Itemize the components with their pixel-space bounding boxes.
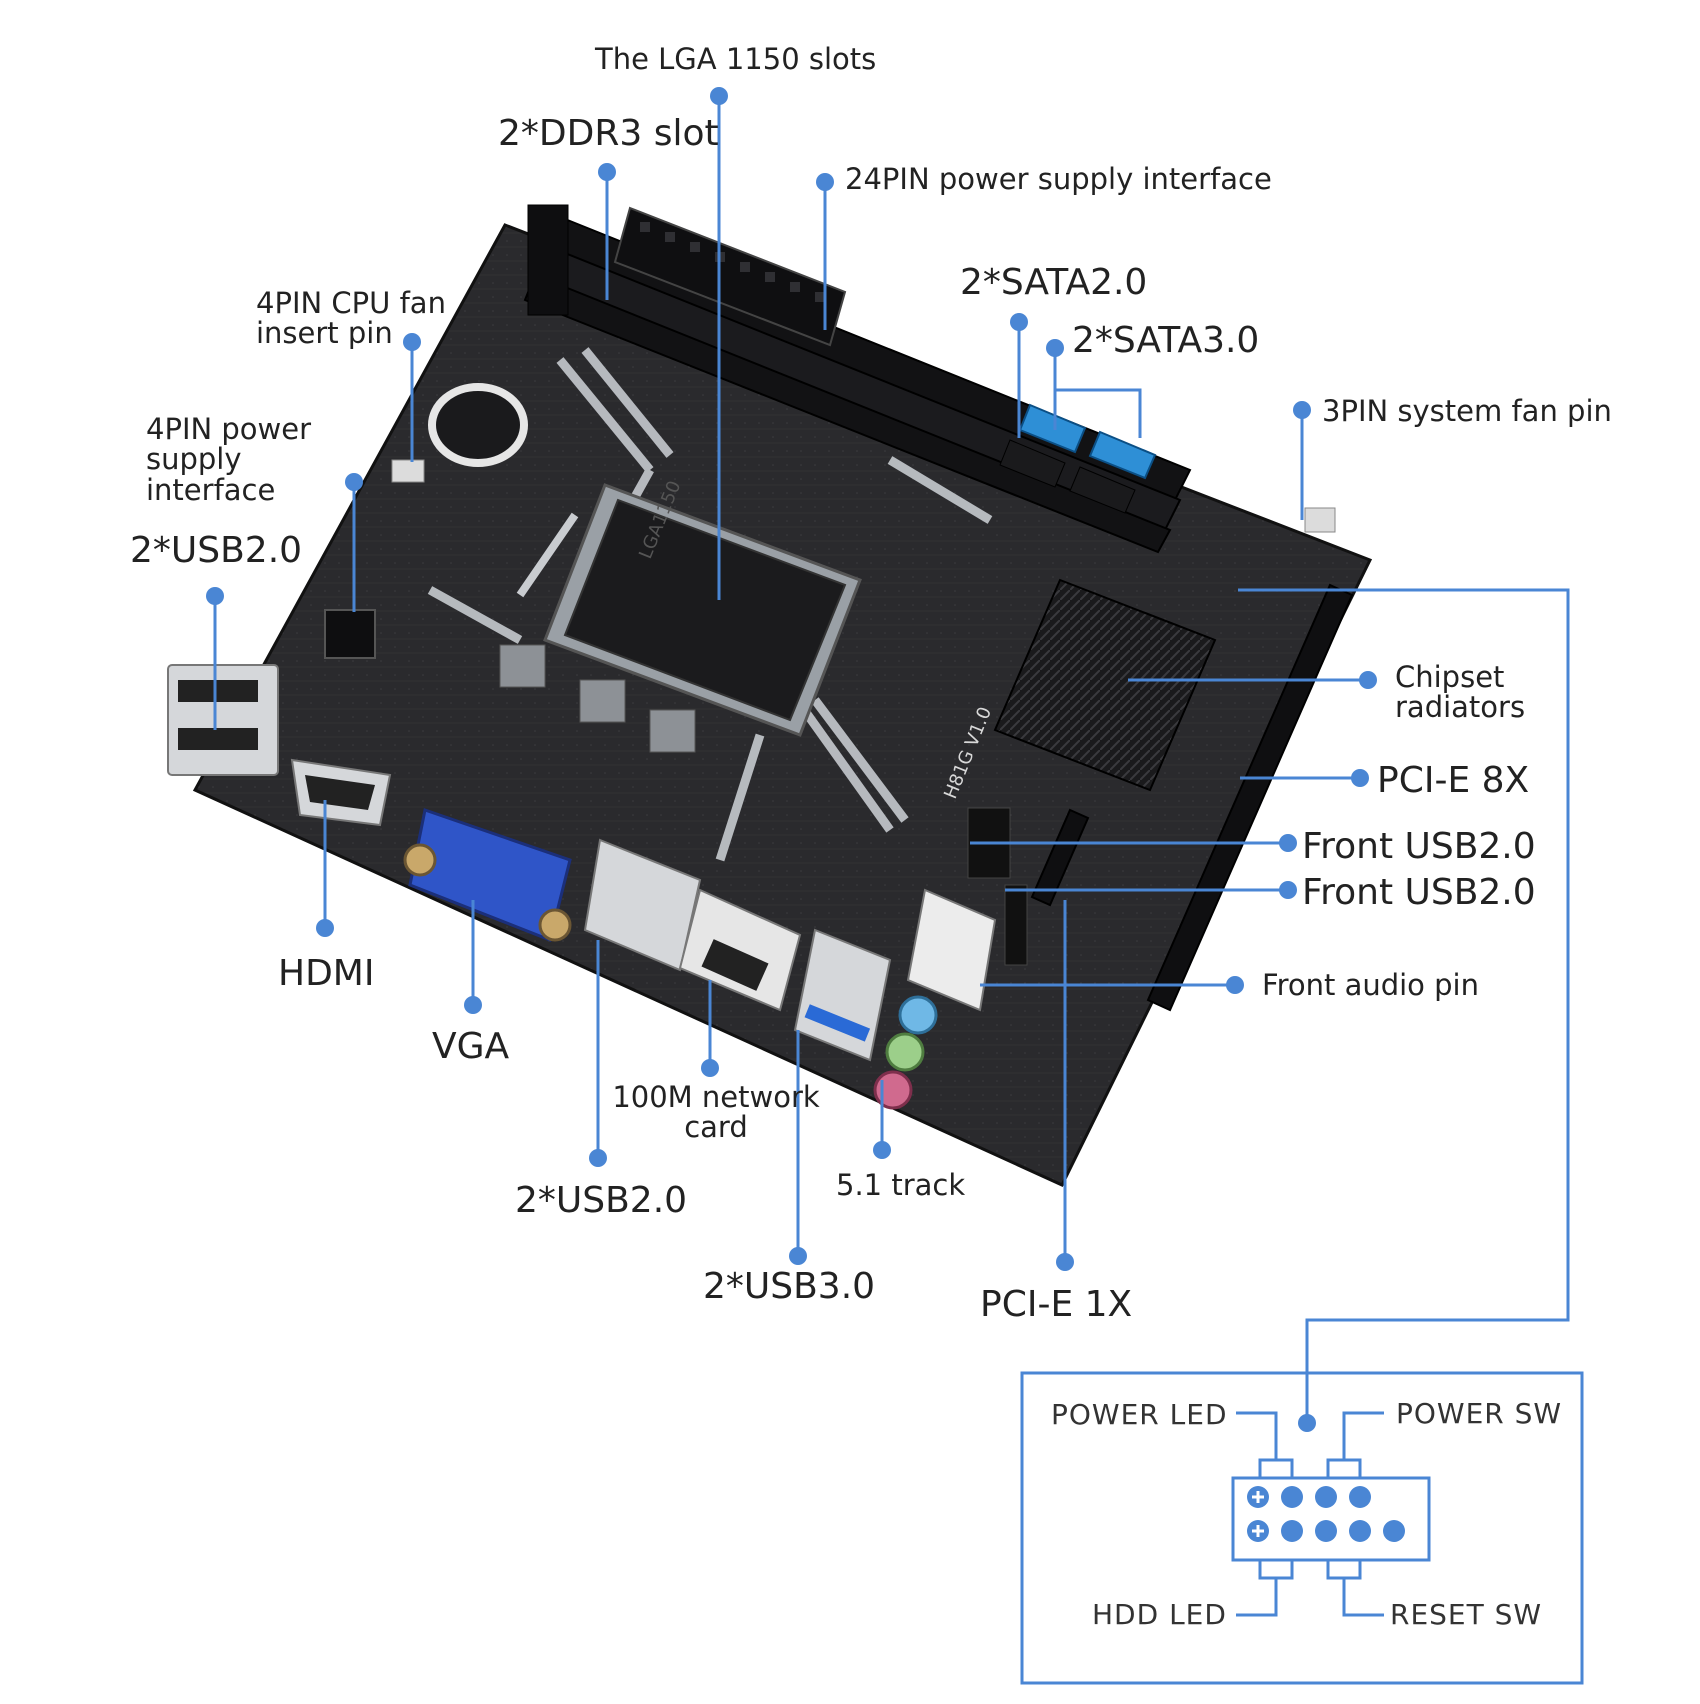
label-front-usb-2: Front USB2.0	[1302, 872, 1536, 913]
label-front-usb-1: Front USB2.0	[1302, 826, 1536, 867]
label-front-audio: Front audio pin	[1262, 968, 1479, 1002]
label-usb2-left: 2*USB2.0	[130, 530, 303, 571]
motherboard: LGA1150 H81G V1.0	[167, 204, 1373, 1187]
label-pcie-1x: PCI-E 1X	[980, 1284, 1133, 1325]
label-power-sw: POWER SW	[1396, 1397, 1563, 1430]
leader-hdd-led	[1236, 1578, 1278, 1617]
label-4pin-power: 4PIN power supply interface	[146, 412, 312, 507]
label-network-card: 100M network card	[612, 1080, 820, 1145]
audio-jack-green	[885, 1032, 925, 1072]
sata-ports	[999, 403, 1157, 514]
pcie-8x-slot	[1146, 583, 1354, 1012]
chipset-heatsink	[993, 578, 1217, 792]
usb2-bottom-port	[583, 838, 702, 972]
leader-power-led	[1236, 1411, 1278, 1460]
cmos-battery	[428, 383, 528, 467]
label-24pin: 24PIN power supply interface	[845, 162, 1272, 196]
4pin-power-connector	[324, 609, 376, 659]
label-reset-sw: RESET SW	[1390, 1598, 1543, 1631]
front-panel-frame	[1020, 1371, 1584, 1685]
io-shield-block	[906, 888, 997, 1012]
24pin-connector	[613, 206, 847, 347]
label-cpu-fan: 4PIN CPU fan insert pin	[256, 286, 446, 351]
label-hdd-led: HDD LED	[1092, 1598, 1227, 1631]
pcie-1x-slot	[1030, 808, 1090, 907]
leader-dots	[206, 87, 1377, 1432]
vga-port	[403, 808, 572, 943]
label-system-fan: 3PIN system fan pin	[1322, 394, 1612, 428]
front-audio-header	[1004, 884, 1028, 966]
label-chipset: Chipset radiators	[1395, 660, 1526, 725]
label-lga-slots: The LGA 1150 slots	[595, 42, 877, 76]
label-power-led: POWER LED	[1051, 1398, 1228, 1431]
audio-jack-pink	[873, 1070, 913, 1110]
label-pcie-8x: PCI-E 8X	[1377, 760, 1530, 801]
front-panel-diagram	[1020, 1371, 1584, 1685]
leader-front-panel	[1238, 588, 1570, 1423]
label-sata2: 2*SATA2.0	[960, 262, 1148, 303]
leader-lines	[213, 96, 1570, 1423]
leader-power-sw	[1342, 1411, 1384, 1460]
system-fan-header	[1304, 507, 1336, 533]
label-sata3: 2*SATA3.0	[1072, 320, 1260, 361]
label-usb3: 2*USB3.0	[703, 1266, 876, 1307]
leader-sata3-right	[1055, 388, 1142, 438]
audio-jack-blue	[898, 995, 938, 1035]
cpu-fan-header	[391, 459, 425, 483]
label-usb2-bottom: 2*USB2.0	[515, 1180, 688, 1221]
label-hdmi: HDMI	[278, 953, 375, 994]
header-pins	[1247, 1486, 1405, 1542]
label-5-1-track: 5.1 track	[836, 1168, 966, 1202]
leader-reset-sw	[1342, 1578, 1384, 1617]
vrm-chokes	[499, 644, 696, 753]
label-ddr3-slot: 2*DDR3 slot	[498, 113, 719, 154]
label-vga: VGA	[432, 1026, 510, 1067]
